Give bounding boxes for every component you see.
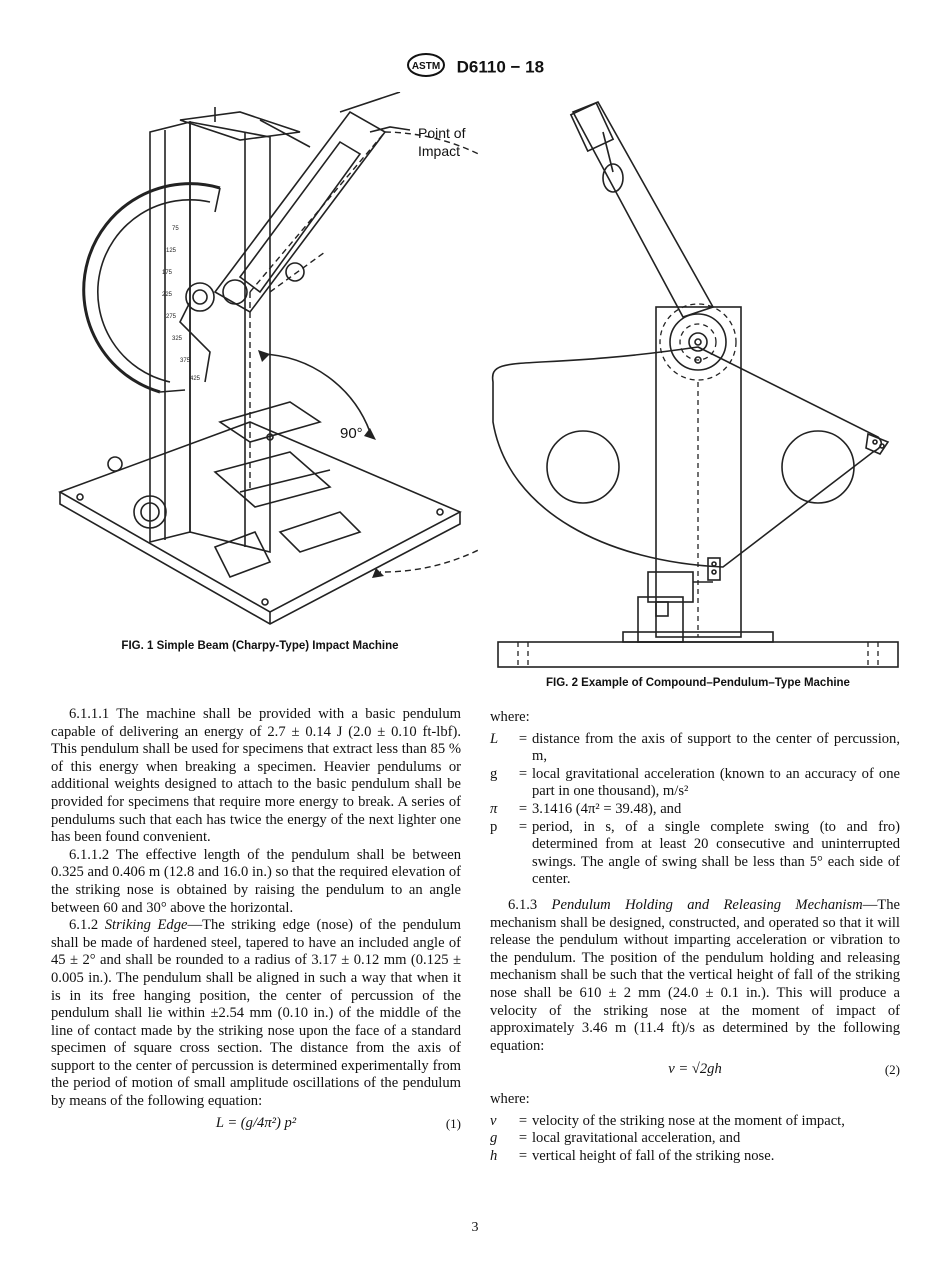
page-header: ASTM D6110 − 18: [0, 52, 950, 83]
equation-2: v = √2gh (2): [668, 1061, 900, 1078]
definition-row: v= velocity of the striking nose at the …: [490, 1112, 845, 1129]
paragraph-6-1-3: 6.1.3 Pendulum Holding and Releasing Mec…: [490, 896, 900, 1054]
impact-label: Impact: [418, 143, 460, 159]
section-title-striking-edge: Striking Edge: [104, 917, 188, 934]
definition-row: g= local gravitational acceleration (kno…: [490, 765, 900, 800]
document-id: D6110 − 18: [456, 57, 545, 77]
svg-text:425: 425: [190, 376, 201, 382]
section-title-holding-mechanism: Pendulum Holding and Releasing Mechanism: [551, 896, 863, 913]
figure-2: [488, 92, 908, 672]
definition-row: g= local gravitational acceleration, and: [490, 1130, 741, 1147]
where-label-2: where:: [490, 1091, 530, 1108]
right-column: where: L= distance from the axis of supp…: [490, 709, 900, 1166]
equation-1: L = (g/4π²) p² (1): [215, 1114, 461, 1131]
point-of-impact-label: Point of: [418, 125, 466, 141]
definitions-1: L= distance from the axis of support to …: [490, 731, 900, 889]
definitions-2: v= velocity of the striking nose at the …: [490, 1113, 900, 1166]
astm-logo-icon: ASTM: [406, 52, 446, 83]
svg-text:ASTM: ASTM: [412, 61, 440, 72]
svg-text:275: 275: [166, 314, 177, 320]
figure-1: 75 125 175 225 275 325 375 425 Point of …: [40, 91, 604, 632]
definition-row: h= vertical height of fall of the striki…: [490, 1148, 775, 1165]
equation-2-number: (2): [884, 1062, 900, 1078]
fig1-caption: FIG. 1 Simple Beam (Charpy-Type) Impact …: [121, 640, 399, 652]
svg-text:75: 75: [172, 226, 179, 232]
paragraph-6-1-2: 6.1.2 Striking Edge—The striking edge (n…: [51, 917, 461, 1110]
svg-text:125: 125: [166, 248, 177, 254]
angle-label: 90°: [340, 425, 363, 442]
definition-row: π= 3.1416 (4π² = 39.48), and: [490, 800, 682, 817]
definition-row: L= distance from the axis of support to …: [490, 730, 900, 765]
paragraph-6-1-1-1: 6.1.1.1 The machine shall be provided wi…: [51, 706, 461, 846]
where-label-1: where:: [490, 709, 530, 725]
equation-1-number: (1): [445, 1115, 461, 1131]
definition-row: p= period, in s, of a single complete sw…: [490, 818, 900, 888]
fig2-caption: FIG. 2 Example of Compound–Pendulum–Type…: [546, 677, 850, 689]
page-number: 3: [471, 1220, 479, 1235]
svg-text:225: 225: [162, 292, 173, 298]
svg-text:175: 175: [162, 270, 173, 276]
charpy-machine-drawing: 75 125 175 225 275 325 375 425 Point of …: [58, 91, 604, 625]
left-column: 6.1.1.1 The machine shall be provided wi…: [51, 706, 461, 1139]
paragraph-6-1-1-2: 6.1.1.2 The effective length of the pend…: [51, 846, 461, 916]
svg-text:325: 325: [172, 336, 183, 342]
compound-pendulum-drawing: [491, 100, 899, 668]
svg-text:375: 375: [180, 358, 191, 364]
